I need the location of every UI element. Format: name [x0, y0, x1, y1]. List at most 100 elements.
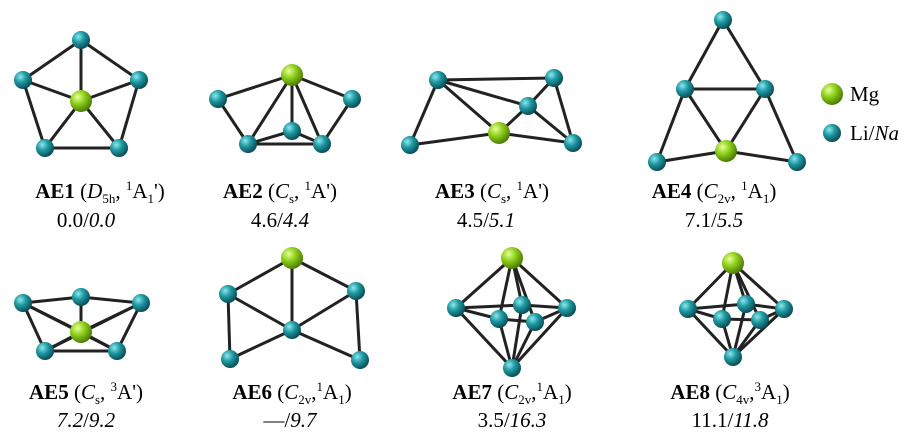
li-atom	[648, 153, 666, 171]
legend-mg: Mg	[850, 82, 879, 106]
state-symbol: A	[543, 380, 559, 404]
state-symbol: A'	[523, 179, 542, 203]
point-group: C	[80, 380, 95, 404]
point-group-sub: s	[500, 191, 507, 207]
bond	[408, 78, 440, 147]
energy-li: 4.6	[250, 208, 278, 232]
li-atom	[36, 139, 54, 157]
bond	[436, 78, 501, 135]
energy-li: 7.1	[684, 208, 712, 232]
li-atom	[221, 350, 239, 368]
li-atom	[72, 288, 90, 306]
point-group-sub: 2v	[298, 392, 312, 408]
bond	[655, 149, 728, 164]
bond	[21, 301, 119, 353]
li-atom	[429, 71, 447, 89]
bond-layer	[21, 18, 799, 370]
energy-ae6: —/9.7	[263, 408, 317, 432]
isomer-name: AE4	[651, 179, 692, 203]
energy-li: 11.1	[691, 408, 728, 432]
bond	[731, 261, 786, 311]
bond	[226, 256, 294, 296]
legend-li-label: Li/	[850, 121, 875, 145]
isomer-name: AE7	[452, 380, 492, 404]
legend-mg-label: Mg	[850, 82, 880, 106]
spin-multiplicity: 1	[316, 379, 324, 394]
state-symbol: A	[747, 179, 763, 203]
energy-ae8: 11.1/11.8	[691, 408, 769, 432]
bond	[763, 87, 799, 164]
li-atom	[724, 348, 742, 366]
li-atom	[283, 321, 301, 339]
li-atom	[401, 136, 419, 154]
label-ae5: AE5 (Cs, 3A')	[29, 379, 143, 408]
point-group-sub: 2v	[518, 392, 532, 408]
li-atom	[713, 310, 731, 328]
li-atom	[714, 11, 732, 29]
energy-li: 7.2	[56, 408, 84, 432]
li-atom	[775, 300, 793, 318]
li-atom	[219, 285, 237, 303]
spin-multiplicity: 1	[125, 178, 133, 193]
bond	[117, 78, 141, 150]
energy-ae3: 4.5/5.1	[456, 208, 516, 232]
bond	[246, 73, 294, 146]
li-atom	[36, 342, 54, 360]
mg-atom	[70, 90, 92, 112]
mg-atom	[722, 252, 744, 274]
point-group-sub: 2v	[717, 191, 731, 207]
li-atom	[108, 342, 126, 360]
legend-li-na: Li/Na	[850, 121, 899, 145]
energy-na: 16.3	[509, 408, 547, 432]
point-group: C	[722, 380, 737, 404]
state-symbol: A'	[311, 179, 330, 203]
isomer-name: AE8	[670, 380, 710, 404]
point-group: C	[284, 380, 299, 404]
bond	[290, 73, 324, 146]
spin-multiplicity: 3	[754, 379, 762, 394]
li-atom	[788, 153, 806, 171]
bond	[226, 292, 232, 361]
legend-na-label: Na	[874, 121, 900, 145]
bond	[79, 295, 143, 305]
bond	[655, 87, 687, 164]
mg-atom	[281, 247, 303, 269]
bond	[683, 87, 728, 153]
label-ae6: AE6 (C2v,1A1)	[232, 379, 352, 408]
bond	[216, 73, 294, 101]
spin-multiplicity: 1	[536, 379, 544, 394]
label-ae4: AE4 (C2v, 1A1)	[651, 178, 777, 207]
bond	[497, 131, 575, 145]
state-sub: 1	[147, 191, 154, 207]
mg-atom	[501, 247, 523, 269]
spin-multiplicity: 1	[741, 178, 748, 193]
bond	[526, 104, 575, 145]
mg-atom	[715, 140, 737, 162]
li-atom	[14, 294, 32, 312]
mg-atom	[70, 321, 92, 343]
li-atom	[283, 122, 301, 140]
label-ae2: AE2 (Cs, 1A')	[223, 178, 337, 207]
energy-li: —	[263, 408, 285, 432]
bond	[43, 301, 143, 353]
bond	[436, 76, 556, 82]
state-sub: 1	[776, 392, 783, 408]
li-atom	[545, 69, 563, 87]
bond	[79, 38, 141, 82]
bond	[454, 306, 514, 370]
li-atom	[526, 313, 544, 331]
energy-na: 11.8	[733, 408, 769, 432]
spin-multiplicity: 1	[304, 178, 312, 193]
bond	[510, 303, 524, 370]
isomer-name: AE6	[232, 380, 272, 404]
energy-li: 0.0	[56, 208, 84, 232]
point-group: C	[486, 179, 501, 203]
mg-atom	[821, 83, 843, 105]
bond	[21, 295, 83, 305]
bond	[226, 292, 294, 332]
bond	[510, 306, 569, 370]
bond	[21, 38, 83, 82]
li-atom	[343, 90, 361, 108]
li-atom	[823, 124, 841, 142]
